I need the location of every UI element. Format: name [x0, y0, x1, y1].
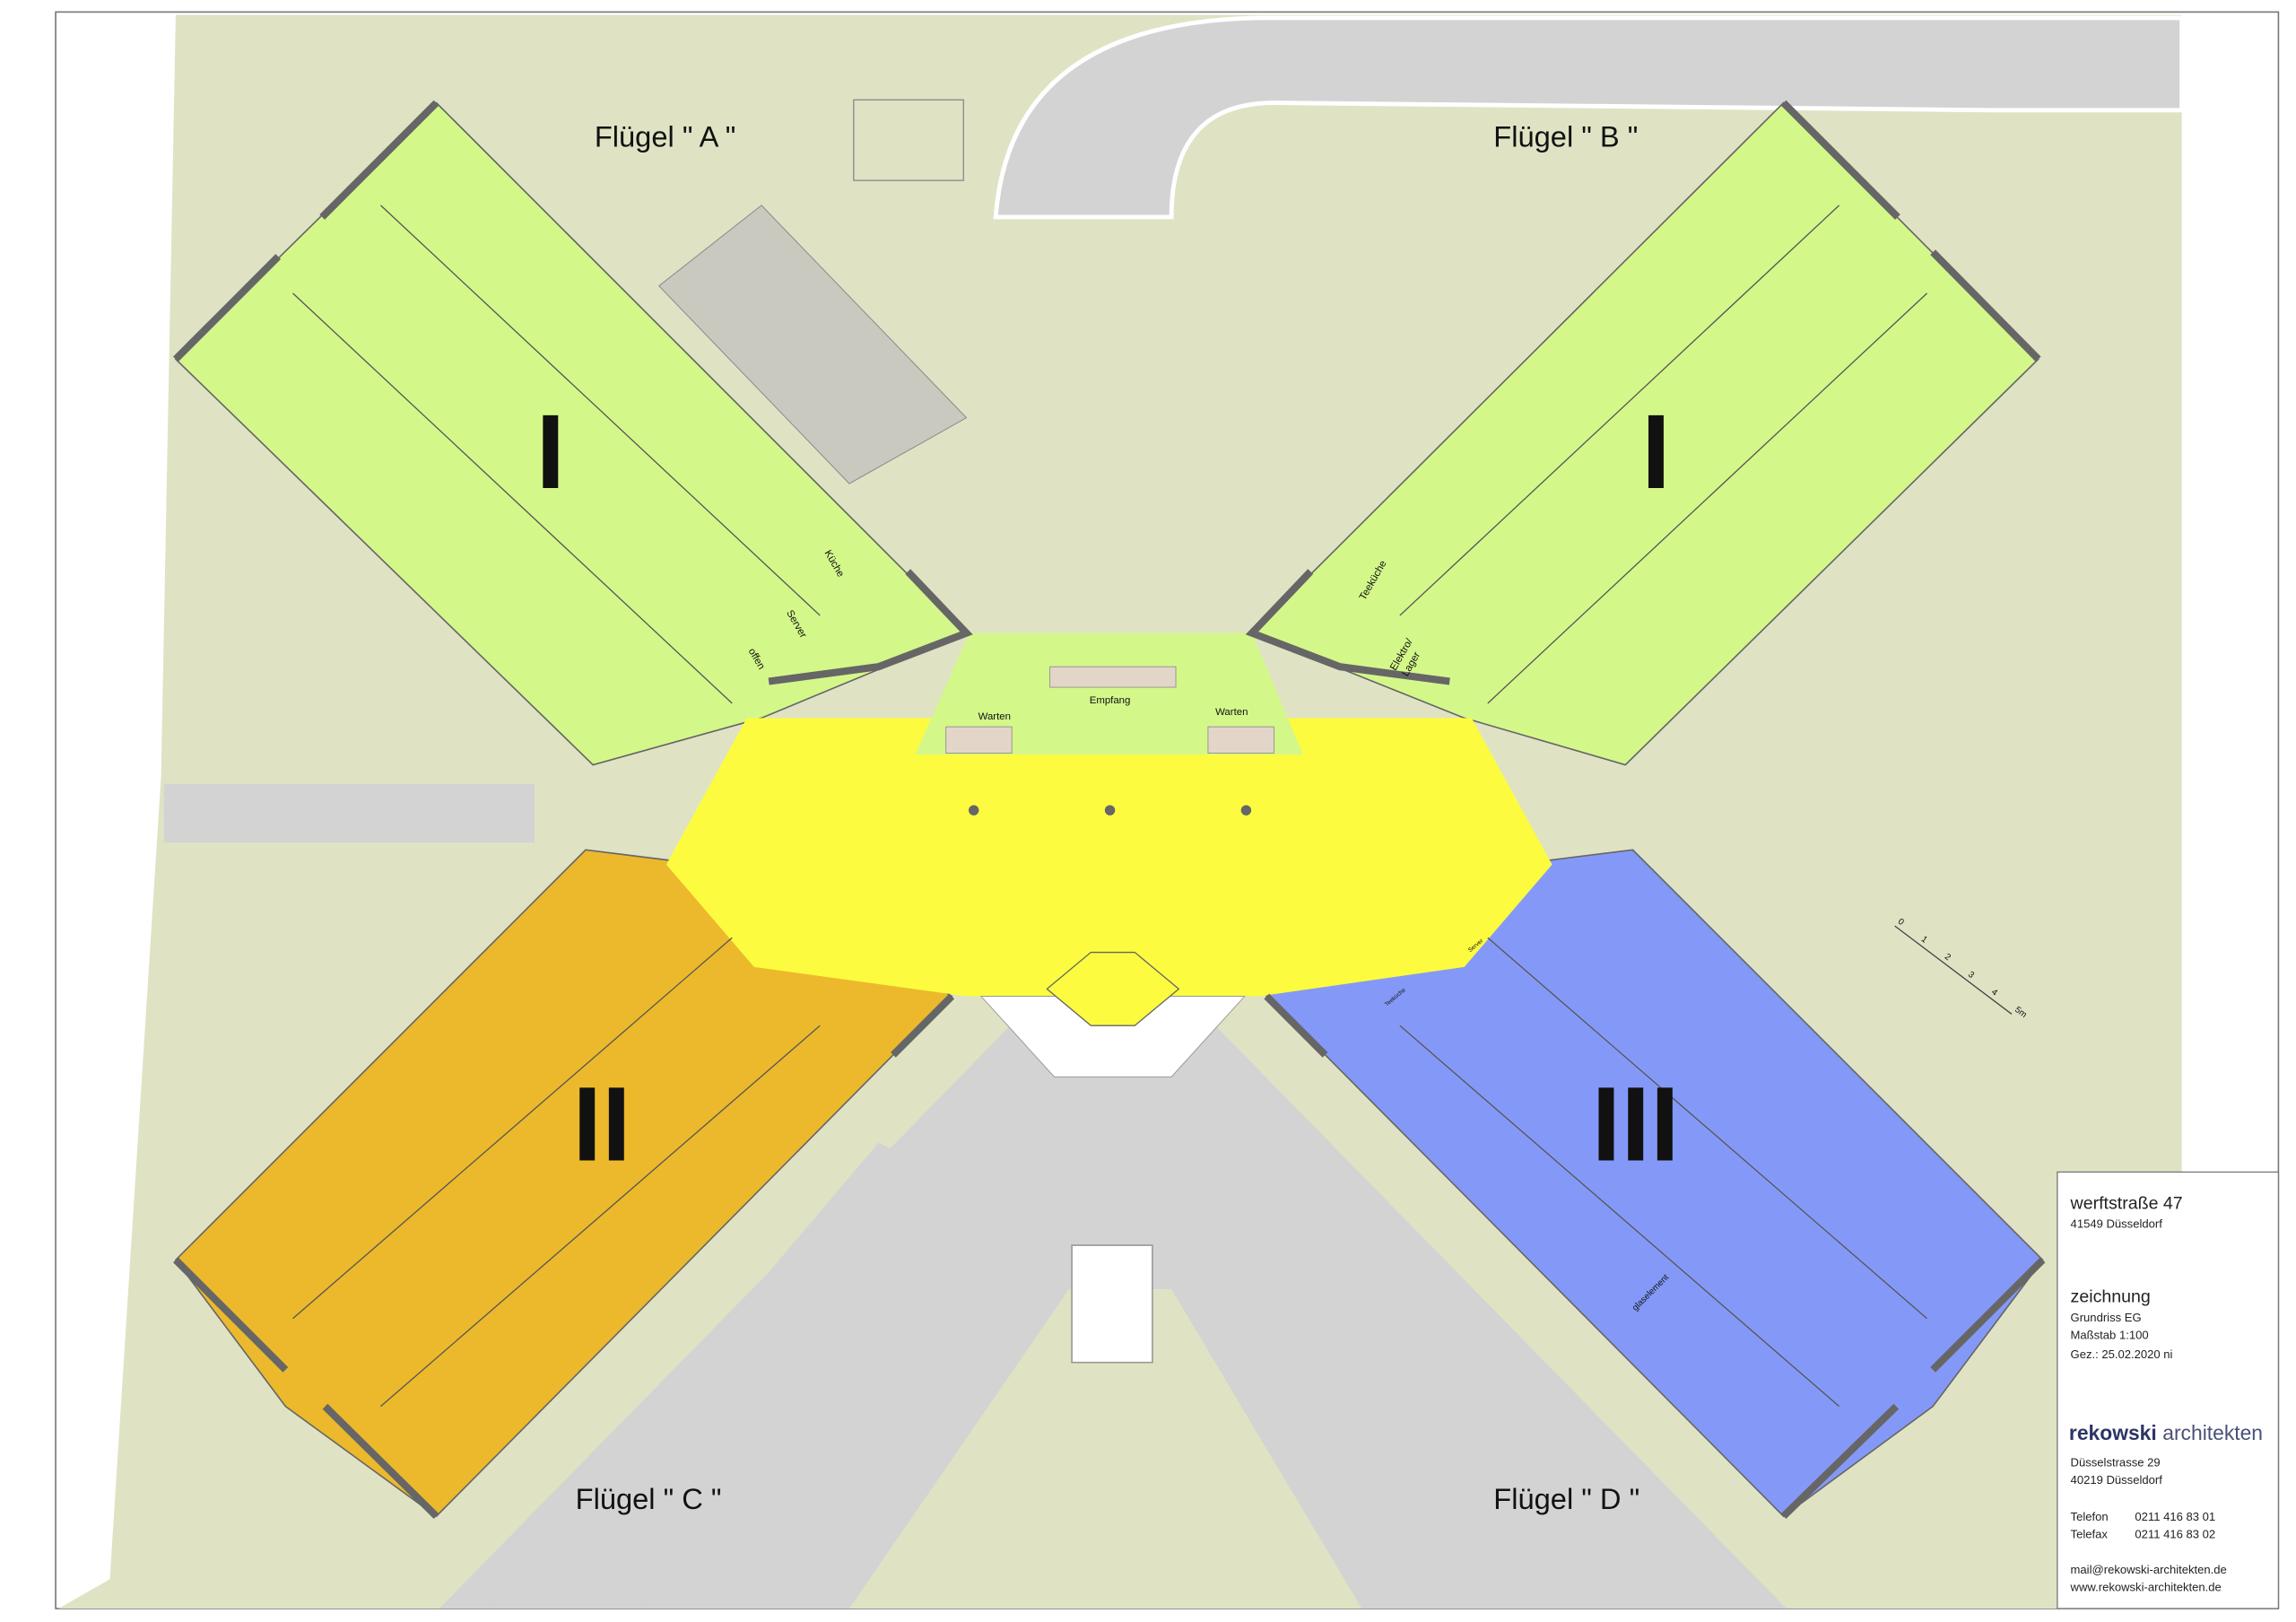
scale-bar: 0 1 2 3 4 5m	[1894, 917, 2029, 1020]
waiting-sofa-left	[945, 726, 1013, 754]
phone-number: 0211 416 83 01	[2135, 1510, 2215, 1523]
drawn-date: Gez.: 25.02.2020 ni	[2071, 1347, 2173, 1361]
entrance-hex	[1046, 951, 1180, 1026]
title-block: werftstraße 47 41549 Düsseldorf zeichnun…	[2057, 1171, 2280, 1609]
email: mail@rekowski-architekten.de	[2071, 1563, 2227, 1576]
wing-c-label: Flügel " C "	[576, 1482, 722, 1515]
scale-tick: 5m	[2013, 1005, 2028, 1020]
wing-b-label: Flügel " B "	[1493, 120, 1638, 153]
scale-tick: 2	[1943, 952, 1952, 963]
road-south	[439, 1025, 1787, 1609]
wing-a-label: Flügel " A "	[595, 120, 735, 153]
unit-numeral-a: I	[536, 393, 566, 510]
room-label-warten-left: Warten	[978, 711, 1011, 722]
exterior-walls	[173, 100, 2046, 1520]
road-west	[163, 783, 535, 843]
project-city: 41549 Düsseldorf	[2071, 1216, 2163, 1230]
scale-tick: 0	[1896, 917, 1906, 928]
column	[1240, 805, 1252, 815]
room-label-warten-right: Warten	[1215, 707, 1248, 718]
unit-numeral-b: I	[1641, 393, 1671, 510]
fax-label: Telefax	[2071, 1528, 2109, 1541]
wing-d-label: Flügel " D "	[1493, 1482, 1639, 1515]
fax-number: 0211 416 83 02	[2135, 1528, 2215, 1541]
unit-numeral-d: III	[1592, 1065, 1680, 1182]
drawing-scale: Maßstab 1:100	[2071, 1329, 2149, 1342]
scale-tick: 1	[1919, 935, 1929, 946]
column	[969, 805, 979, 815]
reception-desk	[1049, 666, 1177, 688]
scale-tick: 3	[1966, 970, 1976, 981]
column	[1104, 805, 1116, 815]
project-address: werftstraße 47	[2070, 1193, 2183, 1213]
drawing-name: Grundriss EG	[2071, 1311, 2142, 1324]
lobby	[915, 632, 1304, 755]
firm-street: Düsselstrasse 29	[2071, 1456, 2161, 1469]
interior-walls	[292, 205, 1928, 1408]
scale-tick: 4	[1989, 987, 1999, 998]
waiting-sofa-right	[1207, 726, 1274, 754]
room-label-empfang: Empfang	[1090, 695, 1131, 706]
central-hall	[665, 718, 1552, 997]
driveway-curve	[993, 15, 2185, 220]
website: www.rekowski-architekten.de	[2070, 1580, 2222, 1593]
firm-city: 40219 Düsseldorf	[2071, 1473, 2163, 1487]
phone-label: Telefon	[2071, 1510, 2109, 1523]
drawing-heading: zeichnung	[2071, 1287, 2151, 1307]
stairs-north	[853, 99, 964, 181]
unit-numeral-c: II	[572, 1065, 631, 1182]
road-southwest	[483, 1142, 937, 1609]
terrace-stairs	[657, 205, 968, 484]
planter	[1071, 1244, 1153, 1364]
